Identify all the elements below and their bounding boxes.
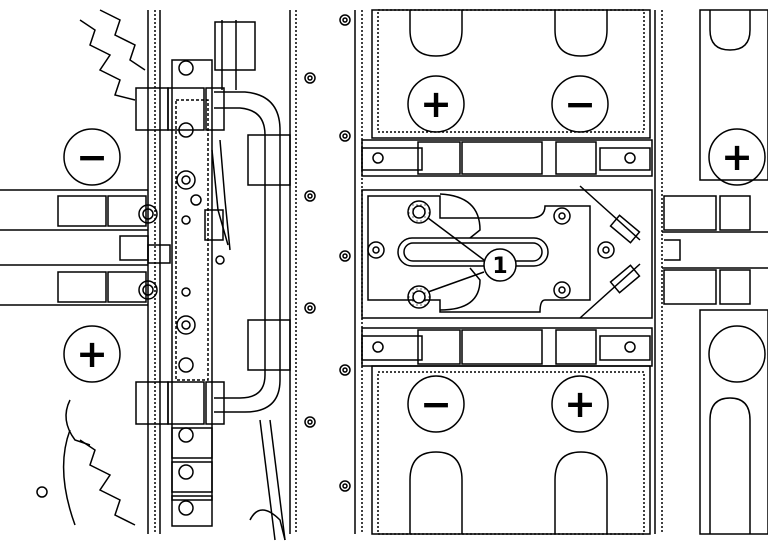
center-bolt-column [36, 14, 351, 498]
callout-leader-lower [427, 271, 485, 293]
minus-sign-icon: − [564, 82, 596, 126]
callout-circle [483, 248, 517, 282]
callout-leader-upper [427, 217, 485, 261]
plus-sign-icon: + [721, 135, 753, 179]
plus-sign-icon: + [420, 82, 452, 126]
minus-sign-icon: − [76, 135, 108, 179]
terminal-signs: − + + − − + + [76, 82, 753, 426]
plus-sign-icon: + [564, 382, 596, 426]
upper-nut-icon [407, 200, 431, 224]
left-panel [0, 9, 297, 541]
callout-1: 1 [427, 217, 517, 293]
lower-nut-icon [407, 285, 431, 309]
minus-sign-icon: − [420, 382, 452, 426]
right-panel [354, 9, 768, 535]
callout-label: 1 [492, 254, 507, 279]
plus-sign-icon: + [76, 332, 108, 376]
connector-nuts [407, 200, 431, 309]
